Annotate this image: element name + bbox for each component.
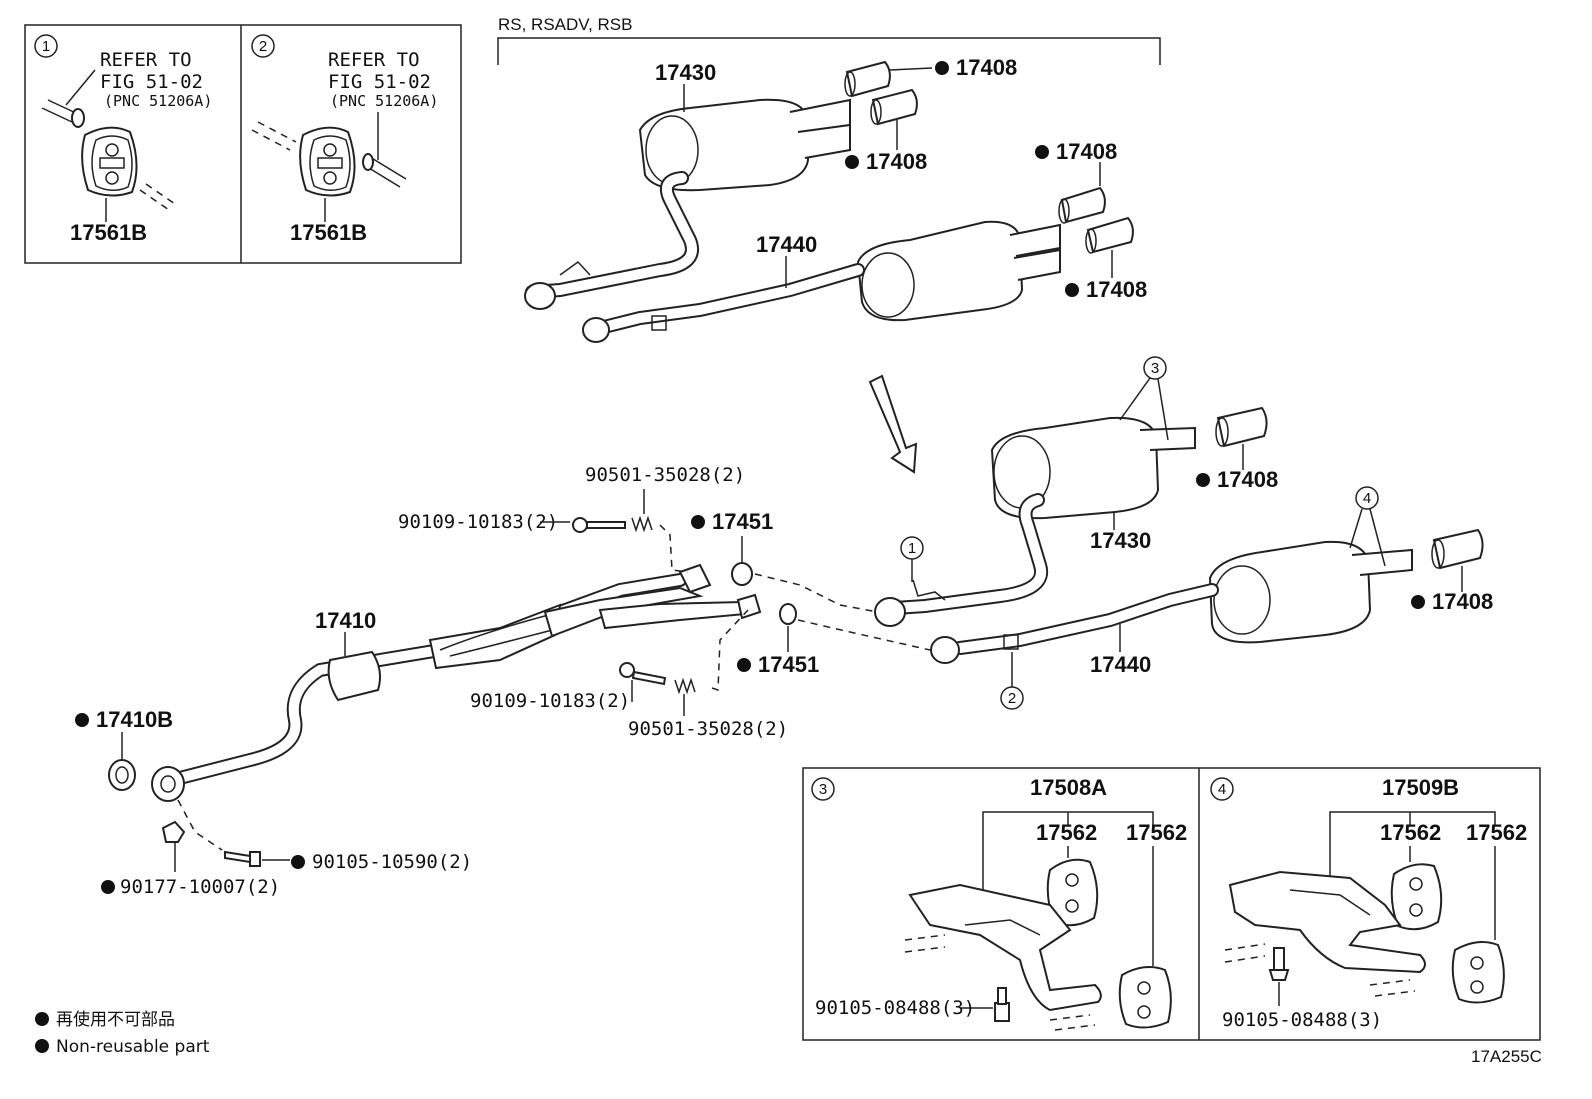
svg-text:90109-10183(2): 90109-10183(2) [398, 511, 558, 533]
svg-text:FIG 51-02: FIG 51-02 [100, 71, 203, 93]
gasket-17410B: 17410B [75, 707, 173, 791]
muffler-17430: 17430 17408 [874, 406, 1278, 627]
svg-text:再使用不可部品: 再使用不可部品 [56, 1009, 175, 1030]
svg-text:FIG 51-02: FIG 51-02 [328, 71, 431, 93]
top-muffler-17430: 17430 [524, 60, 851, 310]
svg-text:1: 1 [908, 540, 916, 557]
spring-90501-a: 90501-35028(2) [585, 464, 745, 514]
svg-text:17562: 17562 [1036, 820, 1097, 845]
svg-text:2: 2 [259, 38, 267, 55]
rubber-hanger-icon [299, 126, 356, 197]
svg-text:REFER TO: REFER TO [100, 49, 192, 71]
svg-text:17562: 17562 [1466, 820, 1527, 845]
svg-text:90501-35028(2): 90501-35028(2) [628, 718, 788, 740]
svg-text:REFER TO: REFER TO [328, 49, 420, 71]
svg-text:4: 4 [1218, 781, 1226, 798]
top-muffler-17440: 17440 [582, 220, 1061, 343]
svg-text:17562: 17562 [1380, 820, 1441, 845]
bolt-90109-a: 90109-10183(2) [398, 511, 689, 573]
svg-text:17430: 17430 [655, 60, 716, 85]
detail-3: 3 17508A 17562 17562 90105-08488(3) [811, 775, 1187, 1031]
svg-text:17561B: 17561B [290, 220, 367, 245]
svg-text:17408: 17408 [956, 55, 1017, 80]
spring-90501-b: 90501-35028(2) [628, 694, 788, 740]
svg-text:17562: 17562 [1126, 820, 1187, 845]
diagram-id: 17A255C [1471, 1047, 1542, 1066]
callout-1: 1 [900, 536, 924, 582]
svg-text:Non-reusable part: Non-reusable part [56, 1037, 210, 1057]
front-pipe-17410: 17410 [151, 563, 762, 802]
svg-text:17408: 17408 [866, 149, 927, 174]
svg-text:3: 3 [1151, 360, 1159, 377]
svg-text:90177-10007(2): 90177-10007(2) [120, 876, 280, 898]
svg-text:3: 3 [819, 781, 827, 798]
detail-2: 2 REFER TO FIG 51-02 (PNC 51206A) 17561B [251, 34, 438, 245]
detail-4: 4 17509B 17562 17562 90105-08488(3) [1210, 775, 1527, 1031]
svg-text:17410B: 17410B [96, 707, 173, 732]
svg-text:17440: 17440 [756, 232, 817, 257]
variant-group: RS, RSADV, RSB [497, 15, 1161, 65]
rubber-hanger-icon [81, 126, 138, 197]
rubber-hanger-icon [1118, 965, 1172, 1029]
detail-box-3-4 [802, 767, 1541, 1041]
callout-3: 3 [1119, 356, 1169, 441]
rubber-hanger-icon [1390, 863, 1443, 931]
svg-text:90105-08488(3): 90105-08488(3) [1222, 1009, 1382, 1031]
svg-text:17408: 17408 [1432, 589, 1493, 614]
svg-text:17430: 17430 [1090, 528, 1151, 553]
svg-text:90105-08488(3): 90105-08488(3) [815, 997, 975, 1019]
svg-text:(PNC 51206A): (PNC 51206A) [104, 92, 212, 110]
svg-text:90105-10590(2): 90105-10590(2) [312, 851, 472, 873]
muffler-17440: 17440 17408 [930, 528, 1493, 677]
bolt-90109-b: 90109-10183(2) [470, 609, 749, 712]
arrow-down-icon [868, 374, 918, 474]
svg-text:(PNC 51206A): (PNC 51206A) [330, 92, 438, 110]
svg-text:17410: 17410 [315, 608, 376, 633]
detail-1: 1 REFER TO FIG 51-02 (PNC 51206A) 17561B [34, 34, 212, 245]
svg-text:17408: 17408 [1217, 467, 1278, 492]
svg-text:17408: 17408 [1056, 139, 1117, 164]
svg-text:17408: 17408 [1086, 277, 1147, 302]
svg-text:17508A: 17508A [1030, 775, 1107, 800]
rubber-hanger-icon [1451, 940, 1505, 1004]
gasket-17451-a: 17451 [691, 509, 879, 613]
svg-text:4: 4 [1363, 490, 1371, 507]
svg-text:1: 1 [42, 38, 50, 55]
svg-text:17509B: 17509B [1382, 775, 1459, 800]
gasket-17451-b: 17451 [737, 603, 931, 677]
svg-text:90109-10183(2): 90109-10183(2) [470, 690, 630, 712]
legend: 再使用不可部品 Non-reusable part [35, 1009, 210, 1057]
detail-box-1-2 [24, 24, 462, 264]
svg-text:17440: 17440 [1090, 652, 1151, 677]
svg-text:2: 2 [1008, 690, 1016, 707]
svg-text:17561B: 17561B [70, 220, 147, 245]
bolt-90105-10590: 90105-10590(2) [224, 850, 472, 873]
top-tailpipe-tips: 17408 17408 17408 17408 [844, 55, 1147, 302]
svg-text:RS, RSADV, RSB: RS, RSADV, RSB [498, 15, 632, 34]
svg-text:17451: 17451 [758, 652, 819, 677]
callout-4: 4 [1349, 486, 1386, 567]
svg-text:90501-35028(2): 90501-35028(2) [585, 464, 745, 486]
callout-2: 2 [1000, 652, 1024, 710]
svg-text:17451: 17451 [712, 509, 773, 534]
nut-90177: 90177-10007(2) [101, 799, 280, 898]
